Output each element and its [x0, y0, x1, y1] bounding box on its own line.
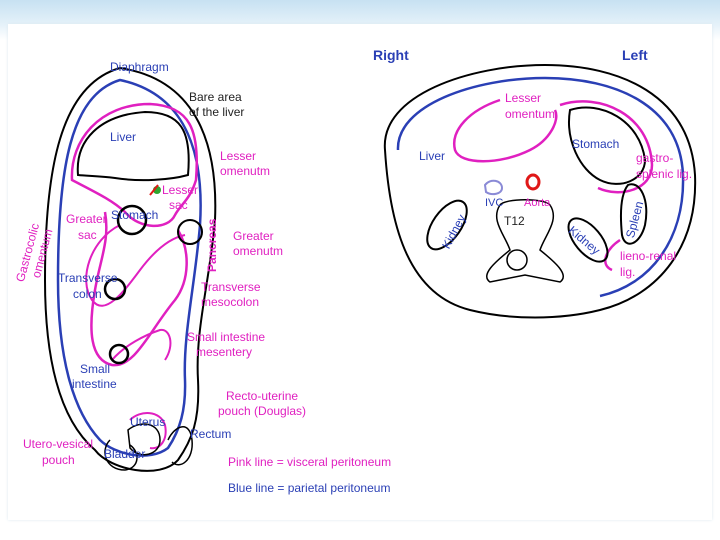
kidney-right-shape: [426, 199, 468, 251]
legend-blue-line: Blue line = parietal peritoneum: [228, 481, 391, 495]
body-wall-outline: [43, 66, 217, 472]
label-rectum: Rectum: [190, 427, 232, 441]
label-ivc: IVC: [485, 197, 504, 209]
label-lienorenal-2: lig.: [620, 265, 636, 279]
label-liver-r: Liver: [419, 149, 446, 163]
label-right: Right: [373, 47, 409, 63]
spinal-canal-circle: [506, 249, 528, 271]
transverse-colon-circle: [103, 277, 127, 301]
visceral-peritoneum-line: [85, 224, 186, 307]
label-small-intestine-2: intestine: [72, 377, 117, 391]
label-bare-area-1: Bare area: [189, 90, 242, 104]
label-lesser-omentum-1: Lesser: [220, 149, 257, 163]
small-intestine-circle: [108, 343, 130, 365]
lesser-sac-red-arrow: [149, 184, 159, 196]
lesser-omentum-line: [452, 98, 558, 163]
parietal-peritoneum-line: [56, 78, 202, 457]
label-si-mesentery-1: Small intestine: [187, 330, 266, 344]
liver-shape: [76, 110, 190, 182]
label-lesser-omentum-r2: omentum: [505, 107, 556, 121]
label-lesser-omentum-2: omenutm: [220, 164, 271, 178]
label-gastrosplenic-2: splenic lig.: [636, 167, 693, 181]
label-t12: T12: [504, 214, 525, 228]
label-recto-uterine-1: Recto-uterine: [226, 389, 299, 403]
label-greater-sac-1: Greater: [66, 212, 107, 226]
kidney-left-shape: [567, 217, 609, 263]
stomach-circle: [116, 204, 148, 236]
label-liver: Liver: [110, 130, 137, 144]
label-transverse-colon-1: Transverse: [58, 271, 118, 285]
label-aorta: Aorta: [524, 197, 551, 209]
stomach-visceral-line: [559, 100, 654, 194]
ivc-shape: [483, 179, 504, 196]
label-utero-vesical-2: pouch: [42, 453, 75, 467]
label-transverse-mesocolon-2: mesocolon: [201, 295, 260, 309]
label-small-intestine-1: Small: [80, 362, 111, 376]
label-bare-area-2: of the liver: [189, 105, 245, 119]
label-transverse-colon-2: colon: [73, 287, 102, 301]
label-utero-vesical-1: Utero-vesical: [23, 437, 94, 451]
transverse-body-outline: [383, 63, 697, 319]
vertebra-t12-shape: [486, 199, 564, 283]
bladder-shape: [104, 439, 138, 471]
label-si-mesentery-2: mesentery: [196, 345, 253, 359]
label-pancreas: Pancreas: [205, 218, 219, 272]
label-stomach: Stomach: [111, 208, 159, 222]
pancreas-circle: [177, 219, 203, 245]
parietal-peritoneum-ring: [396, 76, 685, 298]
label-greater-omentum-1: Greater: [233, 229, 274, 243]
visceral-peritoneum-line: [70, 102, 198, 228]
label-bladder: Bladder: [104, 447, 146, 461]
label-lienorenal-1: lieno-renal: [620, 249, 677, 263]
spleen-shape: [619, 183, 648, 245]
aorta-shape: [525, 173, 541, 191]
label-greater-omentum-2: omenutm: [233, 244, 284, 258]
label-left: Left: [622, 47, 648, 63]
label-greater-sac-2: sac: [78, 228, 97, 242]
visceral-peritoneum-line: [90, 211, 188, 367]
label-stomach-r: Stomach: [572, 137, 620, 151]
stomach-shape: [568, 106, 647, 185]
legend-pink-line: Pink line = visceral peritoneum: [228, 455, 392, 469]
label-diaphragm: Diaphragm: [110, 60, 169, 74]
label-transverse-mesocolon-1: Transverse: [201, 280, 261, 294]
label-uterus: Uterus: [130, 415, 166, 429]
rectum-shape: [167, 426, 193, 466]
label-lesser-omentum-r1: Lesser: [505, 91, 542, 105]
label-gastrosplenic-1: gastro-: [636, 151, 674, 165]
label-lesser-sac-2: sac: [169, 198, 188, 212]
label-lesser-sac-1: Lesser: [162, 183, 199, 197]
label-recto-uterine-2: pouch (Douglas): [218, 404, 307, 418]
